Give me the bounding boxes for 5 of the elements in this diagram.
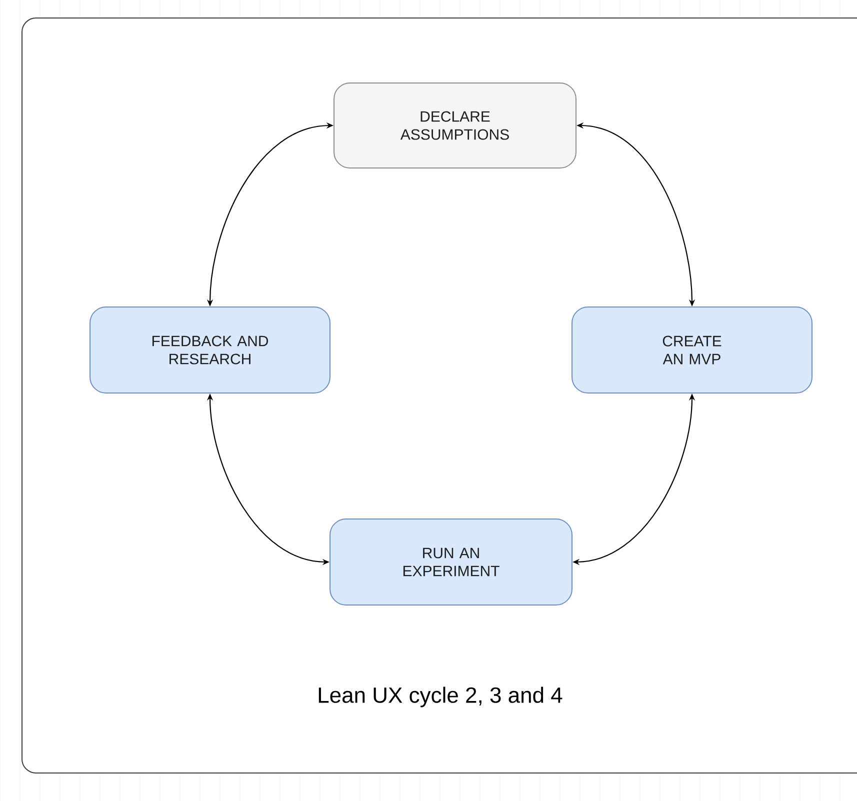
process-box: FEEDBACK AND RESEARCH <box>90 306 330 394</box>
caption: Lean UX cycle 2, 3 and 4 <box>318 686 562 708</box>
process-box: CREATE AN MVP <box>572 306 812 394</box>
process-box: DECLARE ASSUMPTIONS <box>334 82 576 168</box>
process-box: RUN AN EXPERIMENT <box>330 518 572 606</box>
